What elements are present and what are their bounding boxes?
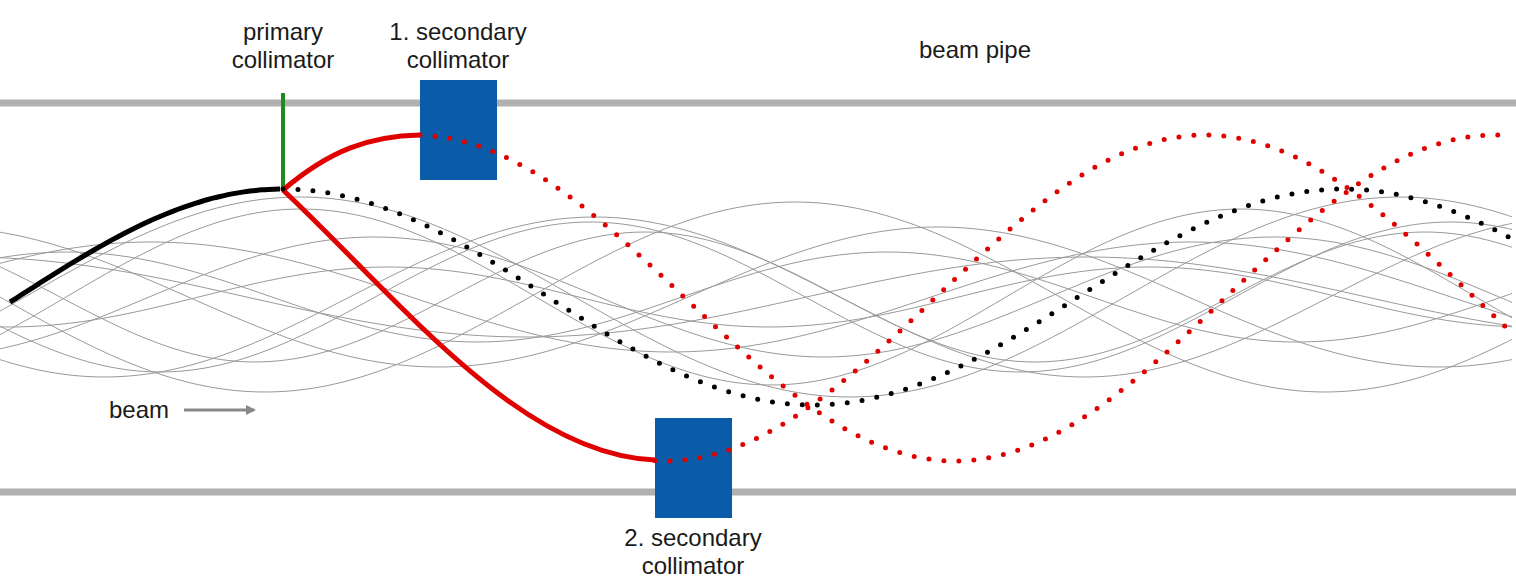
secondary-collimator: 1. secondary collimator — [348, 18, 568, 180]
halo-trajectory — [0, 217, 1512, 377]
beam-pipe-wall — [0, 489, 1516, 496]
particle-trajectory — [283, 190, 655, 460]
halo-trajectory — [0, 267, 1512, 327]
collimator-label: 2. secondary collimator — [613, 524, 773, 580]
halo-trajectory — [0, 202, 1512, 392]
collimator-label: 1. secondary collimator — [378, 18, 538, 74]
halo-trajectory — [0, 227, 1512, 367]
halo-trajectory — [0, 252, 1512, 342]
beam-direction-arrow — [184, 409, 254, 412]
particle-trajectory — [283, 135, 420, 190]
particle-trajectory — [10, 189, 280, 302]
halo-trajectory — [0, 237, 1512, 357]
beam-pipe-wall — [0, 100, 1516, 107]
secondary-collimator: 2. secondary collimator — [583, 418, 803, 580]
halo-trajectory — [0, 222, 1512, 372]
halo-trajectory — [0, 232, 1512, 362]
primary-collimator-jaw — [281, 93, 285, 191]
scattered-trajectory — [283, 189, 1513, 405]
halo-trajectory — [0, 209, 1512, 385]
scattered-trajectory — [420, 135, 1512, 461]
part-label: primary collimator — [203, 18, 363, 74]
scattered-trajectory — [655, 135, 1513, 461]
halo-trajectory — [0, 197, 1512, 397]
collimator-block — [420, 80, 497, 180]
halo-trajectory — [0, 242, 1512, 352]
part-label: beam pipe — [875, 36, 1075, 64]
beam-halo-trajectories — [0, 197, 1512, 397]
beam-direction-label: beam — [106, 396, 172, 424]
collimator-block — [655, 418, 732, 518]
